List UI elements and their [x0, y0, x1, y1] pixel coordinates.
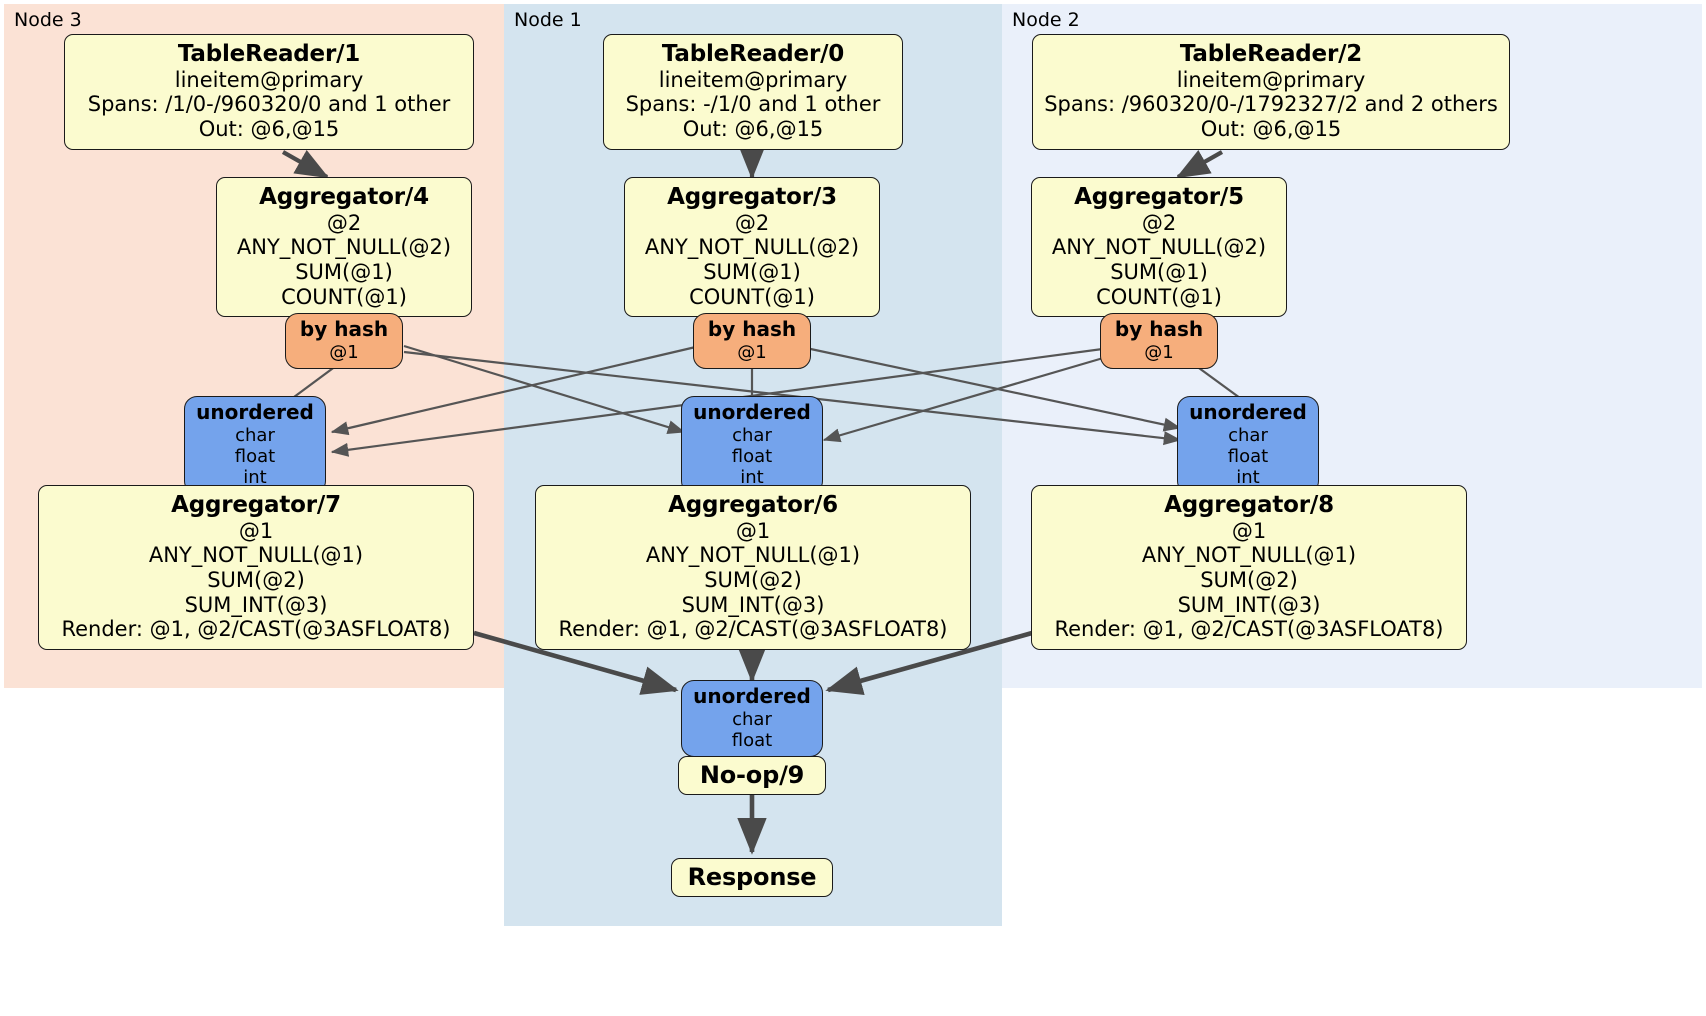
processor-func: ANY_NOT_NULL(@1): [1141, 543, 1357, 568]
router-key: @1: [737, 341, 767, 363]
processor-spans: Spans: /960320/0-/1792327/2 and 2 others: [1044, 92, 1498, 117]
processor-func: ANY_NOT_NULL(@2): [236, 235, 452, 260]
processor-func: COUNT(@1): [689, 284, 815, 309]
edge-agg7-un9: [473, 630, 679, 695]
processor-func: ANY_NOT_NULL(@2): [644, 235, 860, 260]
processor-func: ANY_NOT_NULL(@2): [1051, 235, 1267, 260]
processor-table: lineitem@primary: [1176, 67, 1366, 92]
edge-agg8-un9: [825, 630, 1033, 696]
processor-group: @2: [1141, 210, 1177, 235]
processor-spans: Spans: -/1/0 and 1 other: [625, 92, 881, 117]
processor-func: SUM(@2): [207, 568, 305, 593]
response-title: Response: [687, 863, 817, 891]
processor-no-op-9[interactable]: No-op/9: [678, 756, 826, 796]
processor-render: Render: @1, @2/CAST(@3ASFLOAT8): [558, 617, 948, 642]
router-by-hash-3[interactable]: by hash @1: [693, 313, 811, 369]
processor-func: SUM_INT(@3): [1177, 592, 1321, 617]
processor-title: Aggregator/8: [1164, 492, 1334, 518]
edge-hash4-un6: [403, 344, 686, 434]
processor-func: SUM(@2): [704, 568, 802, 593]
processor-func: SUM(@1): [295, 260, 393, 285]
edge-hash5-un6: [822, 354, 1111, 443]
router-type: int: [243, 467, 267, 489]
router-type: float: [234, 445, 276, 467]
edge-tr1-agg4: [281, 149, 330, 179]
processor-func: SUM_INT(@3): [184, 592, 328, 617]
processor-aggregator-4[interactable]: Aggregator/4 @2 ANY_NOT_NULL(@2) SUM(@1)…: [216, 177, 472, 318]
processor-tablereader-2[interactable]: TableReader/2 lineitem@primary Spans: /9…: [1032, 34, 1510, 150]
processor-title: Aggregator/4: [259, 184, 429, 210]
router-title: unordered: [693, 400, 811, 424]
router-title: by hash: [299, 317, 389, 341]
router-title: by hash: [1114, 317, 1204, 341]
router-type: char: [732, 708, 772, 730]
processor-group: @1: [238, 518, 274, 543]
processor-aggregator-8[interactable]: Aggregator/8 @1 ANY_NOT_NULL(@1) SUM(@2)…: [1031, 485, 1467, 650]
edge-tr2-agg5: [1175, 149, 1224, 179]
processor-aggregator-3[interactable]: Aggregator/3 @2 ANY_NOT_NULL(@2) SUM(@1)…: [624, 177, 880, 318]
processor-table: lineitem@primary: [174, 67, 364, 92]
processor-render: Render: @1, @2/CAST(@3ASFLOAT8): [1054, 617, 1444, 642]
router-key: @1: [329, 341, 359, 363]
processor-out: Out: @6,@15: [1200, 117, 1342, 142]
edge-hash3-un8: [805, 346, 1182, 432]
processor-render: Render: @1, @2/CAST(@3ASFLOAT8): [61, 617, 451, 642]
router-unordered-final[interactable]: unordered char float: [681, 680, 823, 758]
processor-title: Aggregator/3: [667, 184, 837, 210]
router-type: char: [235, 424, 275, 446]
router-by-hash-5[interactable]: by hash @1: [1100, 313, 1218, 369]
processor-spans: Spans: /1/0-/960320/0 and 1 other: [87, 92, 451, 117]
processor-title: Aggregator/7: [171, 492, 341, 518]
router-title: unordered: [1189, 400, 1307, 424]
router-type: char: [1228, 424, 1268, 446]
processor-title: TableReader/0: [661, 41, 845, 67]
processor-func: COUNT(@1): [281, 284, 407, 309]
router-unordered-7[interactable]: unordered char float int: [184, 396, 326, 495]
router-title: by hash: [707, 317, 797, 341]
processor-title: TableReader/1: [177, 41, 361, 67]
processor-func: SUM_INT(@3): [681, 592, 825, 617]
processor-out: Out: @6,@15: [682, 117, 824, 142]
processor-func: SUM(@2): [1200, 568, 1298, 593]
processor-out: Out: @6,@15: [198, 117, 340, 142]
node-region-label-node2: Node 2: [1012, 9, 1080, 31]
processor-title: Aggregator/6: [668, 492, 838, 518]
processor-group: @1: [1231, 518, 1267, 543]
processor-tablereader-1[interactable]: TableReader/1 lineitem@primary Spans: /1…: [64, 34, 474, 150]
processor-group: @2: [734, 210, 770, 235]
processor-group: @1: [735, 518, 771, 543]
processor-func: SUM(@1): [703, 260, 801, 285]
node-response[interactable]: Response: [671, 858, 833, 898]
router-unordered-8[interactable]: unordered char float int: [1177, 396, 1319, 495]
router-key: @1: [1144, 341, 1174, 363]
router-title: unordered: [196, 400, 314, 424]
router-type: float: [731, 729, 773, 751]
router-type: float: [1227, 445, 1269, 467]
processor-group: @2: [326, 210, 362, 235]
router-type: float: [731, 445, 773, 467]
router-by-hash-4[interactable]: by hash @1: [285, 313, 403, 369]
node-region-label-node3: Node 3: [14, 9, 82, 31]
processor-aggregator-7[interactable]: Aggregator/7 @1 ANY_NOT_NULL(@1) SUM(@2)…: [38, 485, 474, 650]
processor-title: Aggregator/5: [1074, 184, 1244, 210]
processor-title: TableReader/2: [1179, 41, 1363, 67]
processor-func: COUNT(@1): [1096, 284, 1222, 309]
processor-aggregator-5[interactable]: Aggregator/5 @2 ANY_NOT_NULL(@2) SUM(@1)…: [1031, 177, 1287, 318]
processor-func: ANY_NOT_NULL(@1): [645, 543, 861, 568]
router-title: unordered: [693, 684, 811, 708]
router-unordered-6[interactable]: unordered char float int: [681, 396, 823, 495]
processor-table: lineitem@primary: [658, 67, 848, 92]
processor-func: SUM(@1): [1110, 260, 1208, 285]
node-region-label-node1: Node 1: [514, 9, 582, 31]
processor-func: ANY_NOT_NULL(@1): [148, 543, 364, 568]
edge-hash3-un7: [330, 344, 701, 436]
router-type: int: [1236, 467, 1260, 489]
processor-title: No-op/9: [699, 761, 805, 789]
processor-aggregator-6[interactable]: Aggregator/6 @1 ANY_NOT_NULL(@1) SUM(@2)…: [535, 485, 971, 650]
router-type: char: [732, 424, 772, 446]
router-type: int: [740, 467, 764, 489]
processor-tablereader-0[interactable]: TableReader/0 lineitem@primary Spans: -/…: [603, 34, 903, 150]
